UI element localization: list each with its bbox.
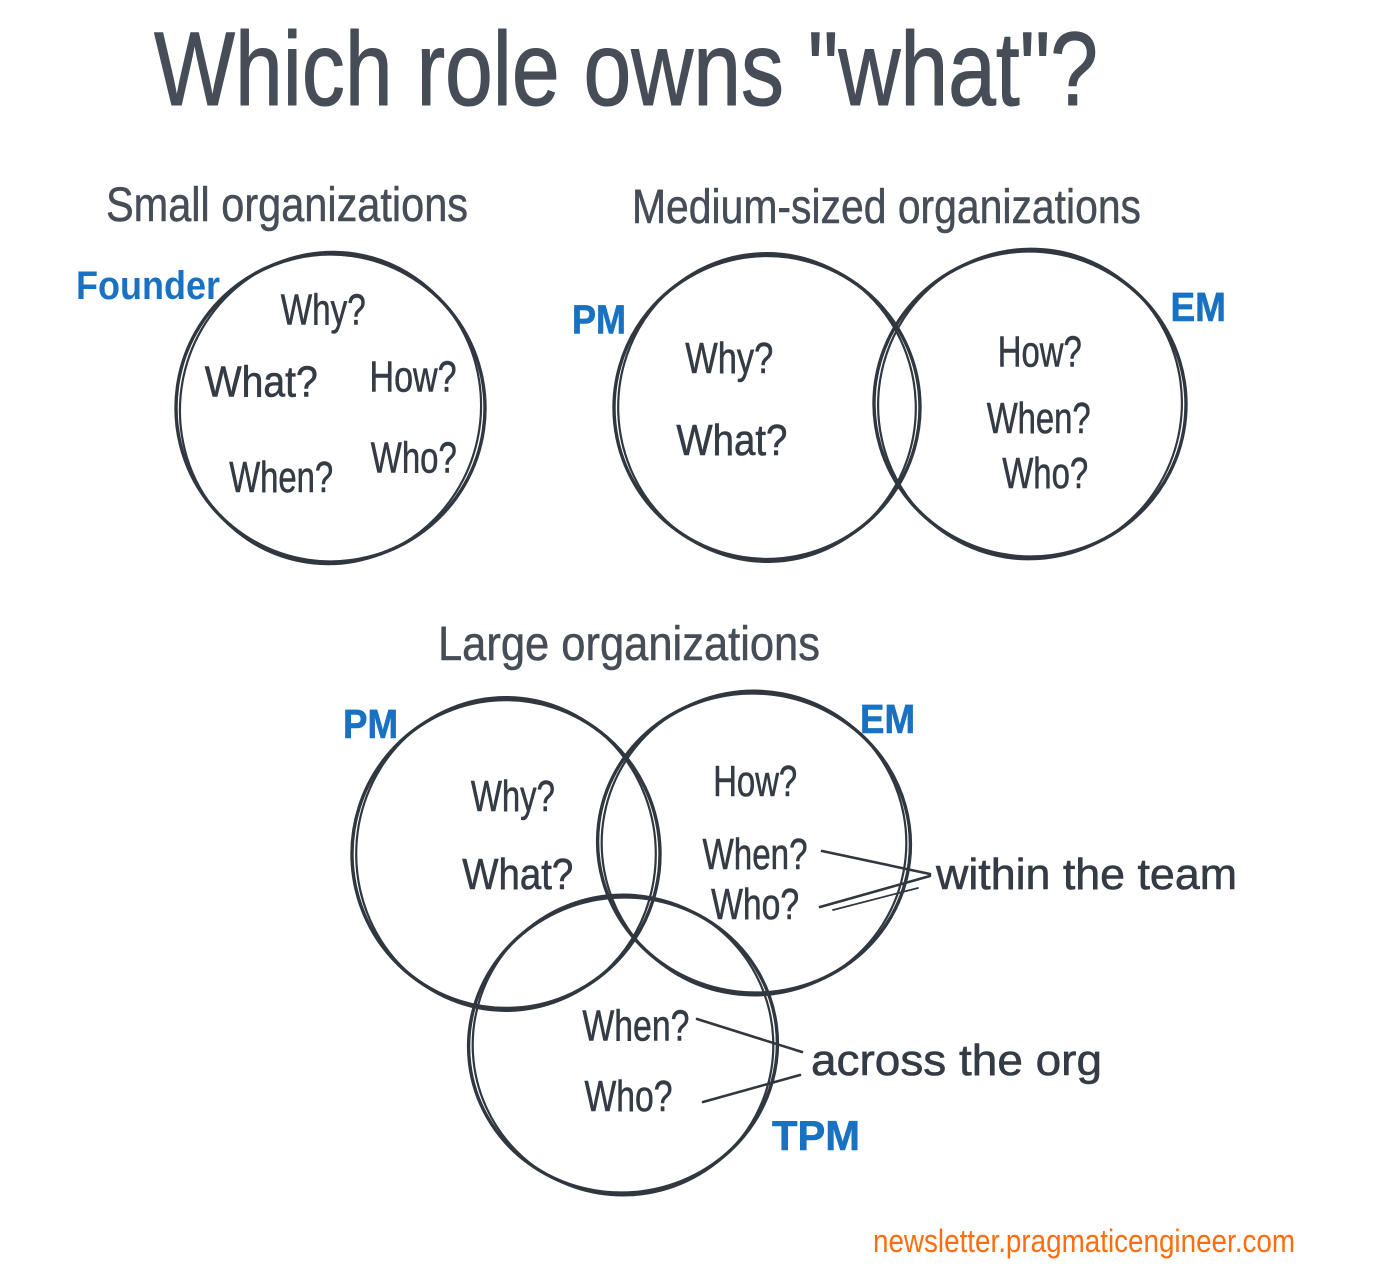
svg-text:How?: How? (998, 327, 1082, 376)
svg-text:EM: EM (860, 696, 915, 742)
svg-text:Which role owns "what"?: Which role owns "what"? (154, 11, 1098, 128)
svg-text:How?: How? (713, 757, 797, 806)
svg-text:EM: EM (1171, 284, 1227, 330)
svg-text:PM: PM (572, 297, 626, 343)
svg-text:What?: What? (462, 850, 573, 899)
svg-text:What?: What? (205, 358, 318, 407)
svg-text:newsletter.pragmaticengineer.c: newsletter.pragmaticengineer.com (873, 1223, 1295, 1259)
svg-text:Why?: Why? (471, 772, 555, 821)
svg-text:Why?: Why? (281, 286, 366, 335)
svg-text:within the team: within the team (935, 850, 1237, 899)
svg-text:Founder: Founder (76, 264, 220, 308)
svg-text:Who?: Who? (1002, 449, 1088, 498)
svg-text:PM: PM (343, 701, 398, 747)
svg-text:Medium-sized organizations: Medium-sized organizations (632, 181, 1141, 234)
svg-text:Who?: Who? (585, 1072, 673, 1121)
svg-text:Why?: Why? (685, 334, 773, 383)
svg-text:TPM: TPM (772, 1112, 860, 1159)
svg-text:across the org: across the org (811, 1036, 1102, 1085)
svg-text:When?: When? (987, 394, 1091, 443)
svg-text:How?: How? (370, 353, 457, 402)
svg-text:What?: What? (676, 416, 787, 465)
svg-text:When?: When? (229, 453, 333, 502)
svg-text:Large organizations: Large organizations (438, 618, 820, 671)
svg-text:Who?: Who? (371, 434, 457, 483)
svg-text:When?: When? (703, 830, 808, 879)
svg-text:When?: When? (582, 1001, 689, 1050)
svg-text:Small organizations: Small organizations (106, 179, 468, 232)
svg-text:Who?: Who? (711, 880, 799, 929)
